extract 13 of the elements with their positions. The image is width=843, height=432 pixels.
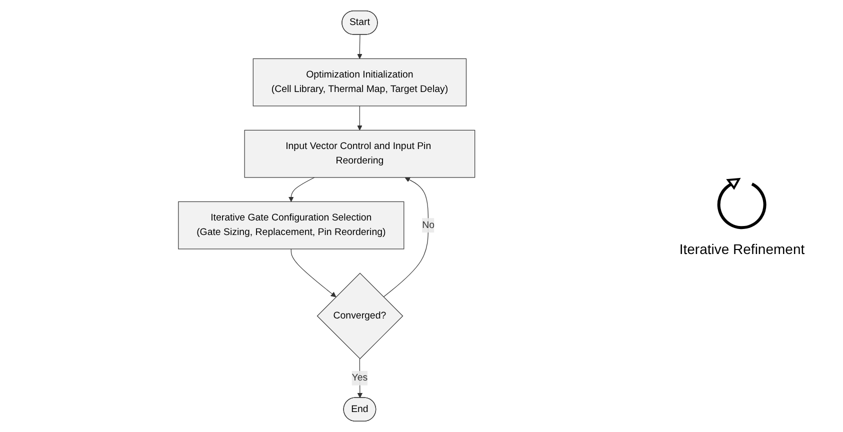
node-diamond: Converged? [316,272,404,360]
arrow [356,106,362,130]
edge-label: No [422,220,434,230]
arrow [356,34,362,59]
node-box: Iterative Gate Configuration Selection (Gate Sizing, Replacement, Pin Reordering) [178,201,404,250]
note-text: Iterative Refinement [679,241,805,257]
edge-label: Yes [352,372,368,383]
arrow [357,358,362,398]
arrow [290,248,336,298]
arrow [383,177,428,298]
arrow [288,177,315,202]
node-box: Input Vector Control and Input Pin Reordering [244,130,476,178]
node-box: Optimization Initialization (Cell Library, Thermal Map, Target Delay) [252,58,466,106]
